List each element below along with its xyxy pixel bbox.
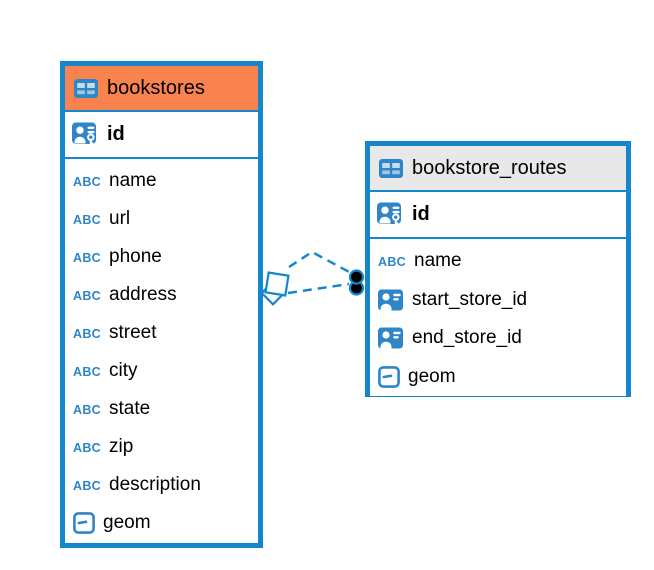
table-grid-icon bbox=[379, 158, 403, 178]
column-name: state bbox=[109, 398, 151, 419]
person-key-icon bbox=[377, 202, 401, 227]
square-dash-icon bbox=[378, 365, 400, 388]
abc-text-icon: ABC bbox=[73, 250, 101, 265]
table-title: bookstore_routes bbox=[412, 156, 567, 179]
column-name: city bbox=[109, 360, 138, 381]
column-row-end-store-id[interactable]: end_store_id bbox=[370, 319, 626, 358]
column-row-start-store-id[interactable]: start_store_id bbox=[370, 280, 626, 319]
column-list: ABC name ABC url ABC phone ABC address A… bbox=[65, 159, 258, 543]
column-name: geom bbox=[103, 512, 151, 533]
column-row-street[interactable]: ABC street bbox=[65, 314, 258, 352]
table-header-bookstore-routes[interactable]: bookstore_routes bbox=[370, 146, 626, 192]
table-grid-icon bbox=[74, 78, 98, 98]
column-row-name[interactable]: ABC name bbox=[65, 162, 258, 200]
abc-text-icon: ABC bbox=[73, 174, 101, 189]
abc-text-icon: ABC bbox=[73, 288, 101, 303]
column-row-geom[interactable]: geom bbox=[370, 357, 626, 396]
column-name: start_store_id bbox=[412, 288, 528, 310]
abc-text-icon: ABC bbox=[73, 402, 101, 417]
entity-table-bookstores[interactable]: bookstores id ABC name ABC url ABC phone bbox=[60, 61, 263, 548]
square-dash-icon bbox=[73, 512, 95, 534]
column-name: phone bbox=[109, 246, 162, 267]
relationship-diamond-endpoint-front[interactable] bbox=[264, 271, 290, 297]
column-name: address bbox=[109, 284, 177, 305]
column-name: name bbox=[414, 250, 462, 272]
column-row-address[interactable]: ABC address bbox=[65, 276, 258, 314]
column-name: url bbox=[109, 208, 131, 229]
entity-table-bookstore-routes[interactable]: bookstore_routes id ABC name bbox=[365, 141, 631, 397]
person-card-icon bbox=[378, 289, 403, 311]
abc-text-icon: ABC bbox=[73, 478, 101, 493]
abc-text-icon: ABC bbox=[73, 212, 101, 227]
abc-text-icon: ABC bbox=[73, 364, 101, 379]
column-row-city[interactable]: ABC city bbox=[65, 352, 258, 390]
abc-text-icon: ABC bbox=[73, 440, 101, 455]
column-row-description[interactable]: ABC description bbox=[65, 466, 258, 504]
column-row-url[interactable]: ABC url bbox=[65, 200, 258, 238]
column-name: id bbox=[412, 203, 430, 225]
column-row-name[interactable]: ABC name bbox=[370, 242, 626, 281]
column-name: id bbox=[107, 123, 125, 145]
column-name: geom bbox=[408, 365, 456, 387]
table-header-bookstores[interactable]: bookstores bbox=[65, 66, 258, 112]
column-row-state[interactable]: ABC state bbox=[65, 390, 258, 428]
abc-text-icon: ABC bbox=[73, 326, 101, 341]
column-row-zip[interactable]: ABC zip bbox=[65, 428, 258, 466]
relationship-dot-endpoint-front[interactable] bbox=[348, 269, 365, 285]
relationship-link-lower[interactable] bbox=[287, 282, 350, 295]
person-key-icon bbox=[72, 122, 96, 147]
column-row-phone[interactable]: ABC phone bbox=[65, 238, 258, 276]
column-row-geom[interactable]: geom bbox=[65, 504, 258, 542]
person-card-icon bbox=[378, 327, 403, 349]
column-name: name bbox=[109, 170, 157, 191]
abc-text-icon: ABC bbox=[378, 255, 406, 269]
column-list: ABC name start_store_id end_store_id bbox=[370, 239, 626, 396]
column-row-id[interactable]: id bbox=[65, 112, 258, 159]
relationship-link-upper[interactable] bbox=[288, 250, 352, 275]
column-row-id[interactable]: id bbox=[370, 192, 626, 239]
column-name: zip bbox=[109, 436, 134, 457]
column-name: end_store_id bbox=[412, 327, 522, 349]
column-name: description bbox=[109, 474, 201, 495]
column-name: street bbox=[109, 322, 157, 343]
table-title: bookstores bbox=[107, 76, 205, 99]
